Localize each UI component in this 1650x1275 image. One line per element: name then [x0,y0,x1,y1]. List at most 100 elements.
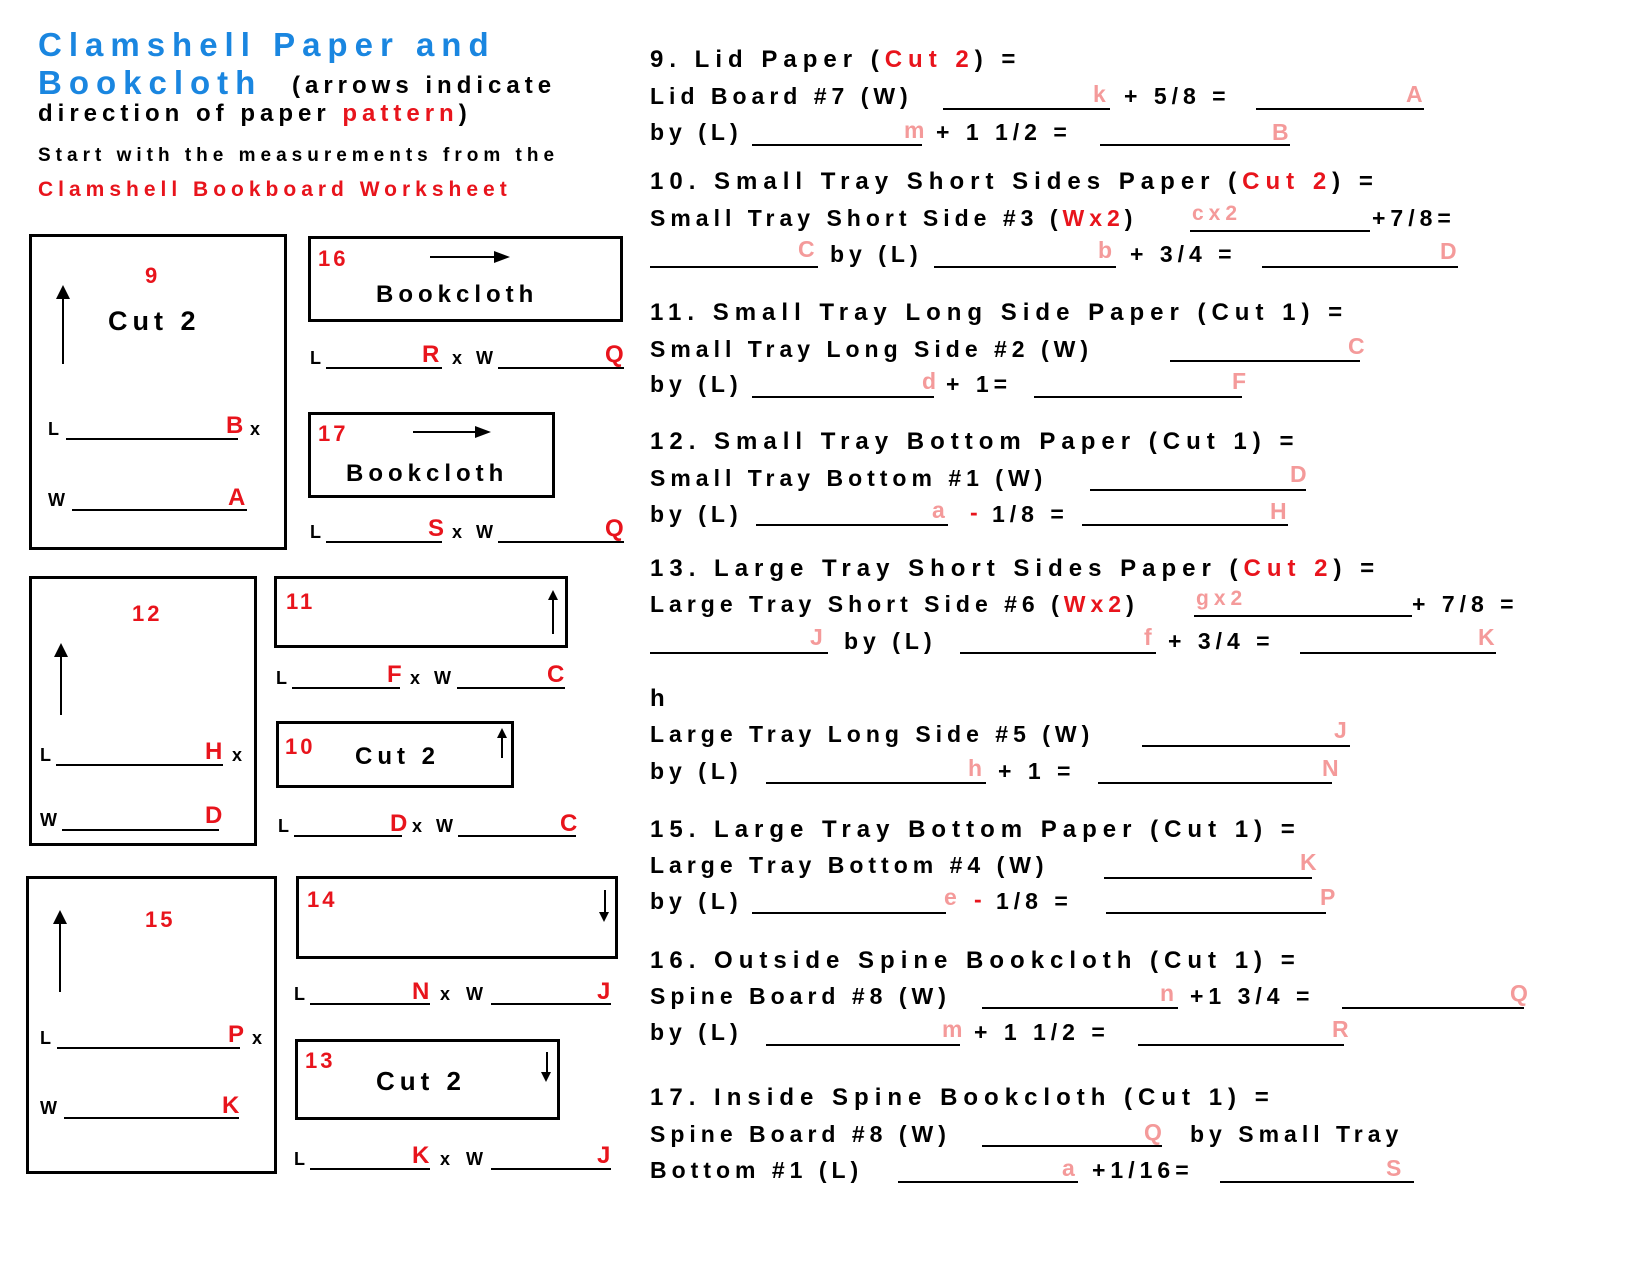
diagram-15-L-letter: P [228,1021,245,1048]
diagram-11-W: W [434,668,451,688]
diagram-13-W-letter: J [597,1142,611,1169]
diagram-12-W-blank [62,829,219,831]
q11-heading: 11. Small Tray Long Side Paper (Cut 1) = [650,299,1349,326]
q14-plus: + 1 = [998,758,1076,784]
q16-blank-n [982,1007,1178,1009]
q12-minus: - [970,499,983,525]
diagram-14-L-letter: N [412,978,430,1005]
q13-blank-f [960,652,1156,654]
q12-frac: 1/8 = [992,501,1069,527]
diagram-17-W-letter: Q [605,515,624,542]
diagram-12-box [29,576,257,846]
diagram-13-label: Cut 2 [376,1066,466,1096]
diagram-14-L: L [294,984,305,1004]
q10-var-D: D [1440,238,1462,264]
q14-var-N: N [1322,755,1344,781]
diagram-13-x: x [440,1149,451,1169]
diagram-10-box [276,721,514,788]
q9-line1: Lid Board #7 (W) [650,83,913,109]
q17-blank-S [1220,1181,1414,1183]
diagram-15-L: L [40,1028,51,1048]
q10-plus2: + 3/4 = [1130,241,1237,267]
diagram-17-L-letter: S [428,515,445,542]
q12-heading: 12. Small Tray Bottom Paper (Cut 1) = [650,428,1300,455]
q11-var-d: d [922,368,942,394]
q9-heading-a: 9. Lid Paper ( [650,46,885,73]
diagram-15-W-letter: K [222,1092,240,1119]
diagram-12-L: L [40,745,51,765]
q9-plus: + 5/8 = [1124,83,1231,109]
diagram-16-W: W [476,348,493,368]
q15-line2: by (L) [650,888,743,914]
q15-var-e: e [944,884,962,910]
q13-var-gx2: gx2 [1196,587,1248,610]
q12-var-D: D [1290,461,1312,487]
q16-blank-Q [1342,1007,1524,1009]
q13-plus: + 7/8 = [1412,591,1519,617]
diagram-10-L-letter: D [390,810,408,837]
q12-blank-a [756,524,948,526]
q13-heading-b: ) = [1333,555,1381,582]
diagram-11-L-letter: F [387,661,402,688]
q12-line2: by (L) [650,501,743,527]
diagram-11-W-blank [457,687,565,689]
down-arrow-shaft-14 [604,890,606,914]
diagram-10-number: 10 [285,734,316,759]
diagram-11-W-letter: C [547,661,565,688]
q11-line2: by (L) [650,371,743,397]
q9-var-m: m [904,117,930,143]
diagram-15-L-blank [57,1047,240,1049]
diagram-14-W-letter: J [597,978,611,1005]
q14-line2: by (L) [650,758,743,784]
q9-line2: by (L) [650,119,743,145]
right-arrow-icon [494,251,510,263]
q17-plus: +1/16= [1092,1157,1194,1183]
q16-plus: +1 3/4 = [1190,983,1315,1009]
q13-blank-gx2 [1194,615,1412,617]
q16-line2: by (L) [650,1019,743,1045]
up-arrow-shaft-11 [552,598,554,634]
diagram-10-W-letter: C [560,810,578,837]
diagram-17-L-blank [326,541,442,543]
diagram-13-L-letter: K [412,1142,430,1169]
q9-var-A: A [1406,81,1428,107]
q10-line1-b: ) [1124,205,1138,231]
q14-var-h: h [968,755,988,781]
q11-var-C: C [1348,333,1370,359]
q12-blank-D [1090,489,1306,491]
q13-cut: Cut 2 [1243,555,1334,582]
q11-blank-F [1034,396,1242,398]
q11-plus: + 1= [946,371,1013,397]
start-instruction: Start with the measurements from the [38,145,560,166]
q12-blank-H [1082,524,1288,526]
q9-blank-m [752,144,922,146]
right-arrow-icon [475,426,491,438]
arrow-note-a: (arrows indicate [292,72,557,99]
arrow-note-b-text: direction of paper [38,100,343,127]
q15-var-K: K [1300,849,1322,875]
q16-line1: Spine Board #8 (W) [650,983,951,1009]
diagram-13-box [295,1039,560,1120]
diagram-10-L: L [278,816,289,836]
diagram-13-L: L [294,1149,305,1169]
q9-var-B: B [1272,119,1294,145]
q12-line1: Small Tray Bottom #1 (W) [650,465,1048,491]
q11-blank-C [1170,360,1360,362]
q10-var-C: C [798,236,820,262]
q15-frac: 1/8 = [996,888,1073,914]
diagram-14-W-blank [491,1003,611,1005]
q11-blank-d [752,396,934,398]
diagram-14-box [296,876,618,959]
q17-var-Q: Q [1144,1119,1167,1145]
diagram-11-L-blank [292,687,400,689]
diagram-10-label: Cut 2 [355,743,440,770]
diagram-17-L: L [310,522,321,542]
q13-line1: Large Tray Short Side #6 (Wx2) [650,591,1139,618]
diagram-13-W: W [466,1149,483,1169]
q13-blank-J [650,652,828,654]
q10-blank-D [1262,266,1458,268]
diagram-13-W-blank [491,1168,611,1170]
q10-var-b: b [1098,237,1118,263]
diagram-12-W: W [40,810,57,830]
diagram-11-L: L [276,668,287,688]
